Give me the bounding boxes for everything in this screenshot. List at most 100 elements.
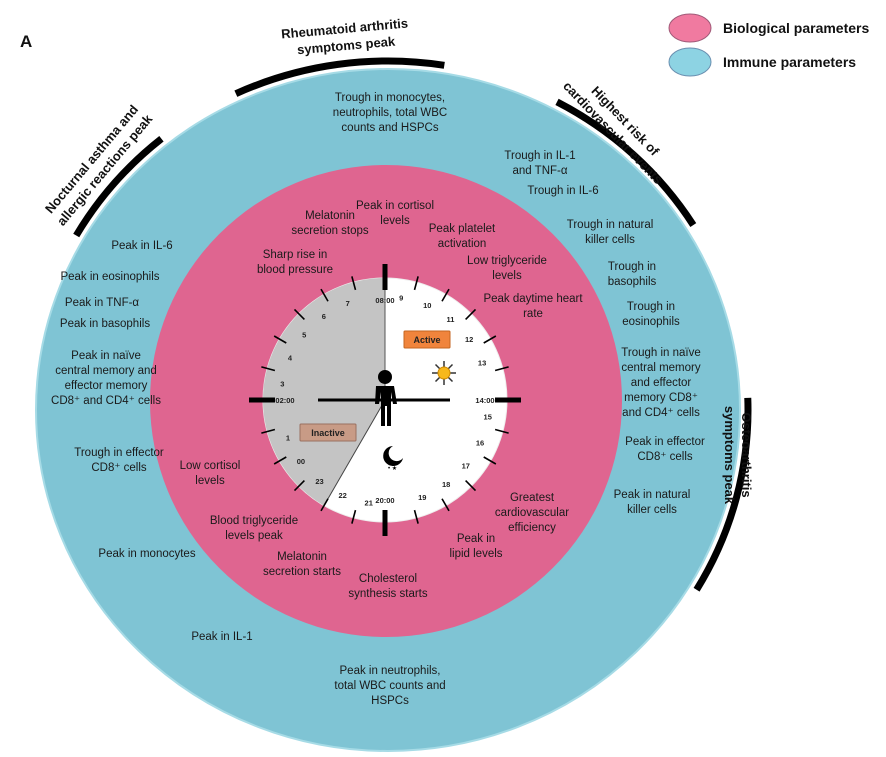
biological-label-line: Peak in cortisol bbox=[356, 200, 434, 212]
clock-tick bbox=[273, 456, 287, 465]
clock-tick bbox=[261, 366, 276, 372]
clock-tick bbox=[351, 276, 357, 291]
immune-label-line: Peak in IL-1 bbox=[191, 631, 252, 643]
immune-label: Peak in basophils bbox=[60, 318, 150, 330]
clock-tick bbox=[465, 308, 477, 320]
clock-tick bbox=[483, 456, 497, 465]
immune-label-line: CD8⁺ cells bbox=[637, 451, 693, 463]
immune-label: Trough in IL-6 bbox=[527, 185, 598, 197]
clock-hour-label: 3 bbox=[280, 380, 284, 389]
immune-label-line: Peak in natural bbox=[614, 489, 691, 501]
biological-label-line: levels bbox=[380, 215, 410, 227]
clock-hour-label: 1 bbox=[286, 433, 290, 442]
immune-label-line: Peak in IL-6 bbox=[111, 240, 172, 252]
person-icon bbox=[375, 370, 397, 426]
clock-hour-label: 13 bbox=[478, 359, 486, 368]
clock-hour-label: 16 bbox=[476, 438, 484, 447]
immune-label-line: CD8⁺ and CD4⁺ cells bbox=[51, 395, 161, 407]
active-label: Active bbox=[413, 335, 440, 345]
clock-hour-label: 9 bbox=[399, 293, 403, 302]
biological-label: Melatonin secretion starts bbox=[263, 551, 341, 578]
clock-tick bbox=[441, 498, 450, 512]
biological-label-line: cardiovascular bbox=[495, 507, 569, 519]
biological-label-line: Melatonin bbox=[277, 551, 327, 563]
biological-label-line: Cholesterol bbox=[359, 573, 417, 585]
disease-label-line: Osteoarthritis bbox=[739, 412, 754, 497]
biological-label-line: blood pressure bbox=[257, 264, 333, 276]
biological-label-line: Peak daytime heart bbox=[483, 293, 583, 305]
immune-label: Peak in TNF-α bbox=[65, 297, 140, 309]
inactive-label: Inactive bbox=[311, 428, 345, 438]
biological-label-line: Greatest bbox=[510, 492, 555, 504]
clock-hour-label: 5 bbox=[302, 331, 306, 340]
moon-icon: • ★ bbox=[383, 446, 403, 472]
clock-tick bbox=[465, 480, 477, 492]
immune-label: Peak in IL-6 bbox=[111, 240, 172, 252]
inactive-sector bbox=[263, 278, 385, 506]
biological-label-line: synthesis starts bbox=[348, 588, 427, 600]
disease-arc bbox=[693, 397, 752, 592]
immune-label-line: Trough in bbox=[627, 301, 675, 313]
immune-label-line: central memory bbox=[621, 362, 700, 374]
immune-label: Peak in monocytes bbox=[98, 548, 195, 560]
clock-tick bbox=[273, 335, 287, 344]
clock-hour-label: 23 bbox=[315, 477, 323, 486]
immune-label-line: Trough in IL-1 bbox=[504, 150, 575, 162]
immune-label-line: Peak in naïve bbox=[71, 350, 141, 362]
immune-label: Peak in natural killer cells bbox=[614, 489, 691, 516]
immune-label-line: killer cells bbox=[585, 234, 635, 246]
biological-label-line: levels peak bbox=[225, 530, 283, 542]
immune-label-line: total WBC counts and bbox=[334, 680, 445, 692]
biological-label-line: Peak platelet bbox=[429, 223, 496, 235]
biological-label-line: activation bbox=[438, 238, 487, 250]
clock-tick bbox=[261, 428, 276, 434]
panel-label: A bbox=[20, 32, 32, 51]
immune-label-line: Peak in monocytes bbox=[98, 548, 195, 560]
immune-label: Peak in eosinophils bbox=[60, 271, 159, 283]
immune-label-line: and TNF-α bbox=[512, 165, 567, 177]
immune-label-line: neutrophils, total WBC bbox=[333, 107, 447, 119]
active-badge: Active bbox=[403, 330, 451, 349]
legend-swatch-biological bbox=[668, 13, 712, 43]
inactive-badge: Inactive bbox=[299, 423, 357, 442]
immune-label-line: killer cells bbox=[627, 504, 677, 516]
disease-arc bbox=[73, 136, 164, 238]
clock-hour-label: 08:00 bbox=[375, 296, 394, 305]
immune-label-line: Trough in natural bbox=[567, 219, 654, 231]
clock-ticks bbox=[249, 264, 521, 536]
clock-hour-label: 4 bbox=[288, 354, 293, 363]
immune-label-line: Peak in TNF-α bbox=[65, 297, 140, 309]
clock-tick bbox=[441, 288, 450, 302]
immune-label-line: Trough in effector bbox=[74, 447, 164, 459]
clock-hour-label: 15 bbox=[484, 412, 492, 421]
biological-label-line: secretion stops bbox=[291, 225, 369, 237]
immune-label-line: Peak in effector bbox=[625, 436, 705, 448]
clock-hour-label: 17 bbox=[462, 461, 470, 470]
immune-label-line: Peak in eosinophils bbox=[60, 271, 159, 283]
svg-text:• ★: • ★ bbox=[388, 465, 397, 472]
clock-tick bbox=[483, 335, 497, 344]
disease-arc bbox=[555, 98, 697, 227]
biological-label-line: efficiency bbox=[508, 522, 556, 534]
legend: Biological parameters Immune parameters bbox=[668, 13, 869, 77]
immune-label-line: CD8⁺ cells bbox=[91, 462, 147, 474]
clock-tick bbox=[413, 276, 419, 291]
clock-hour-label: 14:00 bbox=[475, 396, 494, 405]
immune-label-line: Trough in bbox=[608, 261, 656, 273]
biological-label-line: levels bbox=[492, 270, 522, 282]
biological-label-line: Peak in bbox=[457, 533, 495, 545]
clock-hour-label: 18 bbox=[442, 480, 450, 489]
biological-label-line: levels bbox=[195, 475, 225, 487]
biological-label-line: secretion starts bbox=[263, 566, 341, 578]
biological-label-line: rate bbox=[523, 308, 543, 320]
clock-hour-label: 6 bbox=[322, 312, 326, 321]
